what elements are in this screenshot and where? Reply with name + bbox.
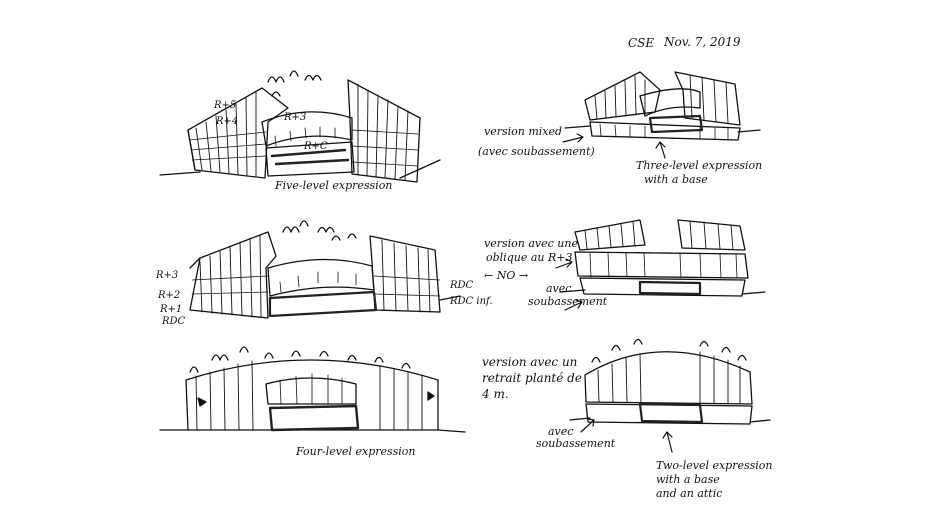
three-level-building-sketch (564, 71, 761, 141)
note-no: ← NO → (484, 269, 529, 282)
five-level-building-sketch (159, 70, 441, 183)
author-initials: CSE (628, 36, 655, 50)
caption-three-level-base: with a base (644, 173, 708, 186)
annotation-arrows (555, 133, 673, 453)
caption-two-level: Two-level expression (656, 459, 773, 472)
label-rdc: R+C (304, 141, 328, 152)
caption-three-level: Three-level expression (636, 159, 763, 172)
note-soubassement: soubassement (528, 295, 608, 308)
note-4m: 4 m. (482, 387, 509, 401)
note-version-mixed: version mixed (484, 125, 563, 138)
note-version-oblique: version avec une (484, 237, 578, 250)
two-level-building-sketch (569, 338, 771, 425)
note-version-retrait: version avec un (482, 355, 578, 369)
arrow-from-avec-soubassement (564, 299, 583, 311)
label-rdc-inf: RDC inf. (450, 296, 493, 307)
note-two-level-soubassement: soubassement (536, 437, 616, 450)
caption-two-level-attic: and an attic (656, 487, 723, 500)
caption-five-level: Five-level expression (275, 179, 393, 192)
note-avec: avec (546, 282, 572, 295)
label-r3-left: R+3 (156, 270, 179, 281)
arrow-to-three-level (562, 133, 584, 143)
label-r3: R+3 (284, 112, 307, 123)
note-avec-soubassement: (avec soubassement) (478, 145, 595, 158)
oblique-building-sketch (189, 220, 461, 319)
label-r5: R+5 (214, 100, 237, 111)
note-oblique-r3: oblique au R+3 (486, 251, 573, 264)
sketch-date: Nov. 7, 2019 (664, 35, 741, 49)
note-two-level-avec: avec (548, 425, 574, 438)
four-level-building-sketch (159, 346, 466, 433)
label-rdc-right: RDC (450, 280, 474, 291)
arrow-from-two-level-caption (662, 431, 673, 453)
label-rdc-left: RDC (162, 316, 186, 327)
base-version-building-sketch (559, 219, 766, 297)
caption-four-level: Four-level expression (296, 445, 416, 458)
label-r2: R+2 (158, 290, 181, 301)
arrow-from-three-level-caption (655, 141, 666, 159)
label-r1: R+1 (160, 304, 183, 315)
arrow-two-level-base (580, 418, 595, 433)
caption-two-level-base: with a base (656, 473, 720, 486)
arrow-to-base-version (555, 258, 573, 269)
note-retrait-plante: retrait planté de (482, 371, 582, 385)
label-r4: R+4 (216, 116, 239, 127)
